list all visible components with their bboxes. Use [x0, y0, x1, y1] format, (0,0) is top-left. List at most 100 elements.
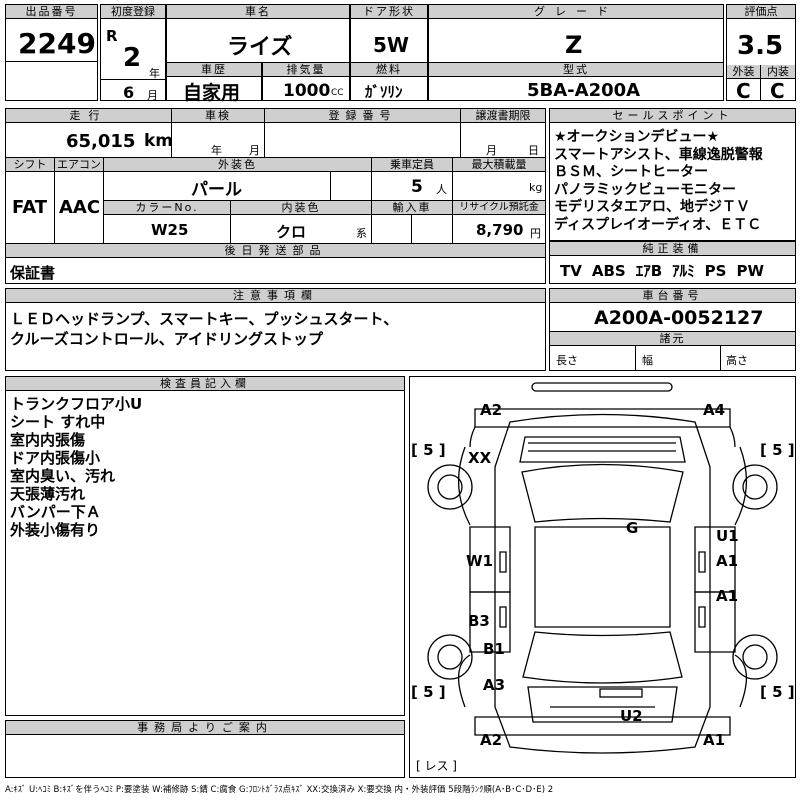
tire-rear-left: [ 5 ]: [411, 683, 446, 701]
tire-rear-right: [ 5 ]: [760, 683, 795, 701]
dmg-rear-right: A1: [703, 731, 726, 749]
import-label: 輸入車: [372, 201, 452, 215]
mileage: 65,015: [66, 131, 136, 152]
lot-box: 出品番号 2249: [5, 4, 98, 101]
dims-label: 諸元: [550, 332, 795, 346]
equipment-item: PS: [704, 262, 727, 280]
score-label: 評価点: [727, 5, 795, 19]
inspector-label: 検査員記入欄: [6, 377, 404, 391]
fuel-label: 燃料: [351, 63, 427, 77]
dmg-rear-left: A2: [480, 731, 503, 749]
transfer-label: 譲渡書期限: [461, 109, 545, 123]
tire-front-left: [ 5 ]: [411, 441, 446, 459]
era: R: [106, 27, 118, 45]
door-box: ドア形状 5W: [350, 4, 428, 63]
cc-box: 排気量 1000 CC: [262, 62, 350, 101]
year-unit: 年: [149, 67, 160, 80]
notes-label: 注意事項欄: [6, 289, 545, 303]
load-label: 最大積載量: [453, 158, 545, 172]
inspector-line: バンパー下Ａ: [10, 503, 101, 521]
notes-lines: ＬＥＤヘッドランプ、スマートキー、プッシュスタート、クルーズコントロール、アイド…: [10, 309, 398, 349]
insp-year-unit: 年: [211, 144, 222, 157]
dmg-right-front-door: A1: [716, 552, 739, 570]
door-label: ドア形状: [351, 5, 427, 19]
interior-unit: 系: [356, 227, 367, 240]
mileage-unit: km: [144, 131, 174, 151]
interior-color-label: 内装色: [231, 201, 371, 215]
office-label: 事務局よりご案内: [6, 721, 404, 735]
lot-number: 2249: [18, 27, 96, 60]
dim-height: 高さ: [726, 354, 748, 367]
chassis-label: 車台番号: [550, 289, 795, 303]
diagram-box: A2 A4 XX G U1 A1 W1 A1 B3 B1 A3 U2 A2 A1…: [409, 376, 796, 778]
history-box: 車歴 自家用: [166, 62, 262, 104]
inspector-line: シート すれ中: [10, 413, 106, 431]
color-label: 外装色: [104, 158, 371, 172]
month-unit: 月: [147, 89, 158, 102]
inspector-line: 外装小傷有り: [10, 521, 101, 539]
ext-label: 外装: [727, 65, 760, 79]
dmg-left-rear-corner: A3: [483, 676, 506, 694]
color-no-label: カラーNo.: [104, 201, 230, 215]
inspector-line: 室内臭い、汚れ: [10, 467, 116, 485]
fuel-box: 燃料 ｶﾞｿﾘﾝ: [350, 62, 428, 101]
chassis-number: A200A-0052127: [594, 307, 764, 329]
sales-point-line: パノラミックビューモニター: [554, 181, 736, 198]
door-type: 5W: [373, 33, 409, 57]
insp-month-unit: 月: [249, 144, 260, 157]
sales-point-line: モデリスタエアロ、地デジＴＶ: [554, 199, 750, 215]
inspection-label: 車検: [172, 109, 264, 123]
ac: AAC: [59, 197, 101, 218]
dmg-front-left: A2: [480, 401, 503, 419]
capacity: 5: [411, 177, 423, 197]
inspector-line: 室内内張傷: [10, 431, 86, 449]
car-name: ライズ: [227, 35, 293, 60]
car-name-box: 車名 ライズ: [166, 4, 350, 63]
reg-month: 6: [123, 83, 135, 102]
equip-label: 純正装備: [550, 242, 795, 256]
dim-length: 長さ: [556, 354, 578, 367]
car-name-label: 車名: [167, 5, 349, 19]
model-box: 型式 5BA-A200A: [428, 62, 724, 101]
recycle-unit: 円: [530, 227, 541, 240]
shift: FAT: [12, 197, 48, 218]
dmg-left-front-door: W1: [466, 552, 493, 570]
history-label: 車歴: [167, 63, 261, 77]
int-grade: C: [770, 79, 785, 103]
sales-point-line: スマートアシスト、車線逸脱警報: [554, 146, 763, 163]
transfer-month-unit: 月: [486, 144, 497, 157]
sales-point-line: ＢＳＭ、シートヒーター: [554, 164, 708, 180]
history: 自家用: [183, 82, 241, 104]
inspector-line: ドア内張傷小: [10, 449, 101, 467]
legend: A:ｷｽﾞ U:ﾍｺﾐ B:ｷｽﾞを伴うﾍｺﾐ P:要塗装 W:補修跡 S:錆 …: [5, 785, 554, 795]
equipment-item: ABS: [591, 262, 626, 280]
score-box: 評価点 3.5 外装 内装 C C: [726, 4, 796, 103]
capacity-label: 乗車定員: [372, 158, 452, 172]
ac-label: エアコン: [55, 158, 103, 172]
dmg-right-rear-door: A1: [716, 587, 739, 605]
load-unit: kg: [529, 181, 543, 194]
color-no: W25: [151, 221, 189, 239]
note-line: ＬＥＤヘッドランプ、スマートキー、プッシュスタート、: [10, 310, 399, 328]
first-reg-box: 初度登録 R 2 年 6 月: [100, 4, 166, 102]
equipment-item: PW: [736, 262, 764, 280]
later: 保証書: [10, 264, 56, 282]
dmg-left-rear-wheel: B1: [483, 640, 505, 658]
dmg-trunk: U2: [620, 707, 643, 725]
int-label: 内装: [761, 65, 795, 79]
cc: 1000: [283, 81, 331, 101]
equipment-item: ｱﾙﾐ: [672, 262, 695, 280]
dmg-right-fender: U1: [716, 527, 739, 545]
spare-tire: [ レス ]: [416, 759, 457, 773]
cc-unit: CC: [331, 88, 344, 98]
first-reg-label: 初度登録: [101, 5, 165, 19]
office-box: 事務局よりご案内: [5, 720, 405, 778]
recycle-label: リサイクル預託金: [453, 201, 545, 215]
sales-point-line: ★オークションデビュー★: [554, 129, 720, 145]
score: 3.5: [737, 31, 784, 61]
chassis-box: 車台番号 A200A-0052127 諸元 長さ 幅 高さ: [549, 288, 796, 371]
capacity-unit: 人: [436, 183, 447, 196]
mid-block: 走行 車検 登録番号 譲渡書期限 65,015 km 年 月 月 日 シフト エ…: [5, 108, 546, 284]
